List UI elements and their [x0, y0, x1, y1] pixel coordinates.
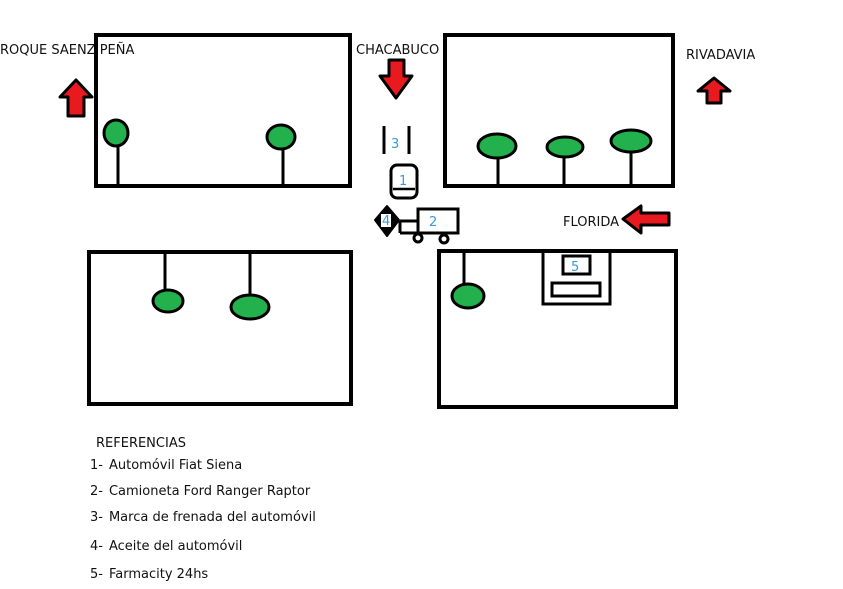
- street-label-florida: FLORIDA: [563, 215, 620, 230]
- reference-number: 2-: [90, 484, 103, 499]
- block-bottom-right: [437, 249, 678, 409]
- reference-number: 1-: [90, 458, 103, 473]
- tree-icon: [545, 135, 585, 186]
- reference-item: 5- Farmacity 24hs: [90, 567, 208, 582]
- braking-marks-icon: [382, 126, 411, 154]
- reference-number: 3-: [90, 510, 103, 525]
- arrow-down-icon: [378, 58, 414, 100]
- tree-icon: [229, 252, 271, 321]
- reference-item: 4- Aceite del automóvil: [90, 539, 242, 554]
- reference-item: 2- Camioneta Ford Ranger Raptor: [90, 484, 310, 499]
- reference-text: Marca de frenada del automóvil: [108, 510, 316, 525]
- reference-text: Camioneta Ford Ranger Raptor: [108, 484, 311, 499]
- tree-icon: [450, 251, 486, 310]
- truck-icon: [398, 207, 460, 245]
- block-top-right: [443, 33, 675, 188]
- reference-number: 4-: [90, 539, 103, 554]
- reference-item: 1- Automóvil Fiat Siena: [90, 458, 242, 473]
- street-label-chacabuco: CHACABUCO: [356, 43, 440, 58]
- marker-5-label: 5: [571, 260, 579, 275]
- street-label-roque-saenz-pena: ROQUE SAENZ PEÑA: [0, 43, 135, 58]
- marker-2-label: 2: [429, 215, 437, 230]
- marker-1-label: 1: [399, 174, 407, 189]
- arrow-left-icon: [621, 204, 671, 235]
- marker-4-label: 4: [382, 214, 390, 229]
- arrow-up-icon: [58, 78, 94, 118]
- tree-icon: [102, 118, 130, 186]
- reference-number: 5-: [90, 567, 103, 582]
- pharmacy-icon: [541, 249, 612, 306]
- tree-icon: [476, 132, 518, 186]
- tree-icon: [151, 252, 185, 314]
- reference-item: 3- Marca de frenada del automóvil: [90, 510, 316, 525]
- block-top-left: [94, 33, 352, 188]
- oil-stain-icon: [374, 205, 400, 237]
- tree-icon: [609, 128, 653, 186]
- marker-3-label: 3: [391, 137, 399, 152]
- block-bottom-left: [87, 250, 353, 406]
- tree-icon: [265, 123, 297, 186]
- reference-text: Aceite del automóvil: [108, 539, 243, 554]
- street-label-rivadavia: RIVADAVIA: [686, 48, 756, 63]
- reference-text: Automóvil Fiat Siena: [108, 458, 243, 473]
- reference-text: Farmacity 24hs: [108, 567, 209, 582]
- arrow-up-icon: [696, 76, 732, 105]
- references-title: REFERENCIAS: [96, 436, 186, 451]
- car-icon: [389, 163, 419, 200]
